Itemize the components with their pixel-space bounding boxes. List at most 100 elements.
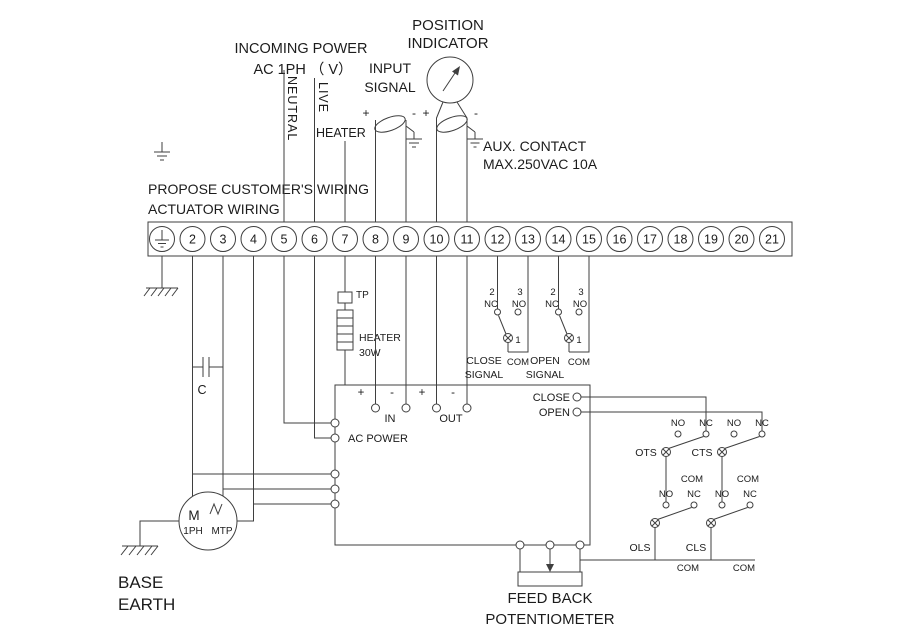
terminal-2 [179, 226, 206, 252]
indicator-minus-wire [456, 101, 468, 222]
out-plus-terminal [432, 403, 441, 413]
control-box: + - IN + - OUT AC POWER CLOSE OPEN [330, 384, 591, 550]
terminal-number: 20 [735, 233, 749, 247]
capacitor-label: C [197, 383, 206, 397]
tp-label: TP [356, 290, 369, 301]
close-no-contact [514, 308, 522, 316]
terminal-3 [210, 226, 236, 252]
close-nc-label: NC [484, 299, 498, 310]
terminal-number: 3 [220, 233, 227, 247]
close-blade [498, 315, 507, 335]
cts-label: CTS [692, 447, 713, 459]
open-lattice-wire [581, 411, 763, 431]
incoming-power-label-1: INCOMING POWER [235, 41, 368, 57]
incoming-power-label-2: AC 1PH （ V） [253, 61, 352, 78]
heater-branch: TP HEATER 30W [336, 256, 401, 385]
open-output-terminal [572, 407, 582, 417]
terminal-number: 21 [765, 233, 779, 247]
terminal-6 [301, 226, 328, 252]
motor-terminal-1 [330, 469, 340, 479]
terminal-15 [576, 226, 602, 252]
ols-nc-label: NC [687, 489, 701, 500]
heater-label: HEATER [316, 126, 366, 140]
headings: POSITION INDICATOR INCOMING POWER AC 1PH… [148, 17, 598, 217]
terminal-number: 18 [674, 233, 688, 247]
in-plus-mark: + [358, 387, 365, 399]
indicator-ground-symbol [466, 125, 483, 148]
ground-hatch-terminal1 [143, 256, 179, 297]
ots-switch: NO NC OTS [635, 418, 713, 459]
terminal-earth-symbol [155, 230, 169, 248]
cls-com-caption: COM [733, 563, 755, 574]
open-cam-cross [565, 334, 573, 342]
out-minus-terminal [462, 403, 472, 413]
close-nc-contact [494, 308, 501, 316]
live-label: LIVE [316, 82, 330, 113]
heater-resistor-fins [337, 317, 353, 343]
earth-symbol-top-left [154, 142, 170, 161]
terminal-5 [271, 226, 297, 252]
open-n2: 2 [550, 287, 555, 298]
ac-power-label: AC POWER [348, 433, 408, 445]
open-output-label: OPEN [539, 407, 570, 419]
input-signal-label-2: SIGNAL [364, 79, 416, 95]
cts-no-label: NO [727, 418, 741, 429]
cts-nc-label: NC [755, 418, 769, 429]
terminal-number: 5 [281, 233, 288, 247]
wiring-note-actuator: ACTUATOR WIRING [148, 201, 280, 217]
close-lattice-wire [581, 396, 707, 431]
terminal-12 [484, 226, 511, 252]
terminal-7 [332, 226, 358, 252]
feedback-label-2: POTENTIOMETER [485, 611, 614, 628]
ols-no-label: NO [659, 489, 673, 500]
pot-terminal-2 [545, 540, 555, 550]
cls-nc-label: NC [743, 489, 757, 500]
input-signal-label-1: INPUT [369, 60, 411, 76]
input-ground-symbol [405, 125, 422, 148]
ac-power-feed-wires [283, 256, 331, 439]
cls-no-label: NO [715, 489, 729, 500]
open-com-label: COM [568, 357, 590, 368]
motor-earth-wire [139, 520, 179, 546]
open-n1: 1 [576, 335, 581, 346]
in-minus-mark: - [390, 387, 394, 399]
terminal-number: 4 [250, 233, 257, 247]
motor-ph-label: 1PH [183, 526, 202, 537]
terminal-strip: 2 3 4 5 6 7 8 9 10 11 12 13 14 15 16 17 … [147, 221, 793, 257]
terminal-14 [545, 226, 572, 252]
open-nc-contact [555, 308, 562, 316]
pot-wiper-arrowhead [546, 564, 554, 572]
open-no-contact [575, 308, 583, 316]
signal-feed-wires [375, 256, 468, 404]
feedback-potentiometer: FEED BACK POTENTIOMETER [485, 549, 615, 628]
open-signal-label-2: SIGNAL [526, 369, 565, 381]
close-no-label: NO [512, 299, 526, 310]
close-signal-label-1: CLOSE [466, 355, 502, 367]
terminal-4 [240, 226, 267, 252]
ots-nc-label: NC [699, 418, 713, 429]
terminal-number: 2 [189, 233, 196, 247]
input-minus-mark: - [412, 106, 416, 120]
close-signal-label-2: SIGNAL [465, 369, 504, 381]
in-label: IN [385, 413, 396, 425]
position-indicator-label-2: INDICATOR [407, 35, 488, 52]
input-plus-mark: + [362, 106, 369, 120]
open-signal-switch: 2 3 NC NO 1 COM OPEN SIGNAL [526, 256, 590, 381]
terminal-number: 7 [342, 233, 349, 247]
motor-terminal-3 [330, 499, 340, 509]
close-n1: 1 [515, 335, 520, 346]
indicator-cable-loop [436, 115, 468, 133]
indicator-needle-arrowhead [452, 66, 460, 76]
input-cable-loop [374, 115, 406, 133]
incoming-power-section: NEUTRAL LIVE HEATER [283, 70, 366, 222]
control-box-outline [334, 384, 591, 546]
pot-terminal-3 [575, 540, 585, 550]
cls-label: CLS [686, 542, 706, 554]
in-plus-terminal [371, 403, 380, 413]
terminal-number: 17 [643, 233, 657, 247]
open-nc-label: NC [545, 299, 559, 310]
terminal-number: 8 [372, 233, 379, 247]
terminal-19 [698, 226, 724, 252]
